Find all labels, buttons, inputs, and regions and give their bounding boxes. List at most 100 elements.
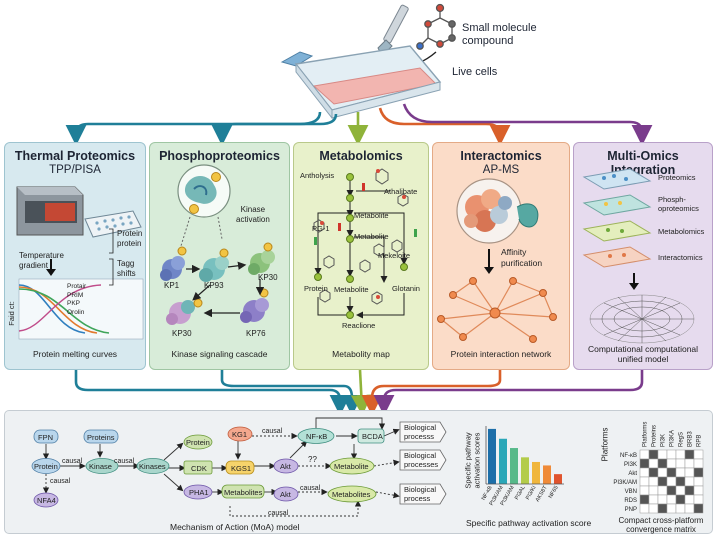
heatmap-cell [657, 458, 668, 469]
panel-metabolomics: Metabolomics Antholys [293, 142, 429, 370]
edge-label-qq: ?? [308, 455, 317, 464]
heatmap-row-label: NF-κB [620, 453, 637, 459]
heatmap-ylabel: Platforms [600, 427, 610, 462]
heatmap-cell [693, 494, 704, 505]
heatmap-cell [684, 467, 695, 478]
kinase-activation-label: Kinase activation [236, 205, 270, 225]
converging-arrows [74, 370, 644, 412]
kinase-label-line1: Kinase [240, 205, 266, 214]
thermal-cycler-icon [16, 186, 84, 236]
flask-icon [280, 45, 442, 120]
molecule-glyphs [313, 168, 409, 305]
heatmap-cell [657, 494, 668, 505]
kp30-label-bottom: KP30 [172, 329, 192, 338]
affinity-purification-label: Affinity purification [501, 247, 542, 269]
interaction-illustration [437, 178, 557, 343]
edge-label-causal: causal [50, 478, 71, 485]
heatmap-xlabel: Compact cross-platform convergence matri… [612, 516, 710, 534]
bar [532, 461, 540, 484]
protein-label-line1: Protein [117, 229, 143, 238]
moa-node-kinases: Kinases [139, 462, 166, 471]
kp1-label: KP1 [164, 281, 180, 290]
temperature-label-line1: Temperature [19, 251, 64, 260]
bar [554, 474, 562, 484]
heatmap-cell [693, 467, 704, 478]
heatmap-cell [675, 503, 686, 514]
panel-title: Metabolomics [319, 149, 403, 163]
heatmap-cell [657, 449, 668, 460]
bar-tick-label: NF65 [548, 485, 560, 500]
network-graph [440, 280, 554, 340]
heatmap-cell [657, 503, 668, 514]
branch-arrow-multi [402, 103, 653, 142]
kp93-label: KP93 [204, 281, 224, 290]
moa-node-kg1: KG1 [232, 430, 248, 439]
heatmap-cell [666, 449, 677, 460]
melting-curves-plot [18, 278, 144, 340]
molecule-icon [416, 3, 456, 50]
kp30-label-top: KP30 [258, 273, 278, 282]
heatmap-cell [666, 485, 677, 496]
compound-label: Small molecule compound [462, 22, 537, 48]
heatmap-cell [666, 458, 677, 469]
moa-node-proteins: Proteins [87, 433, 115, 442]
kinase-label-line2: activation [236, 215, 270, 224]
protein-protein-label: Protein protein [117, 229, 142, 249]
moa-node-shapes [31, 421, 447, 508]
heatmap-cell [666, 476, 677, 487]
edge-label-causal: causal [62, 458, 83, 465]
heatmap-cell [684, 494, 695, 505]
heatmap-cell [675, 485, 686, 496]
branch-arrow-interactomics [378, 107, 511, 142]
panel-phosphoproteomics: Phosphoproteomics Kinase activation KP1 … [149, 142, 290, 370]
live-cells-label: Live cells [452, 66, 498, 78]
heatmap-cell [693, 485, 704, 496]
affinity-label-line1: Affinity [501, 247, 527, 257]
heatmap-cell [657, 485, 668, 496]
heatmap-cell [675, 494, 686, 505]
heatmap-cell [639, 476, 650, 487]
mekeloite-label: Mekeloite [378, 251, 411, 260]
heatmap-cell [639, 503, 650, 514]
heatmap-cell [648, 458, 659, 469]
heatmap-cell [693, 503, 704, 514]
panel-title: Phosphoproteomics [159, 149, 280, 163]
heatmap-cell [666, 494, 677, 505]
heatmap-xlabel-text: Compact cross-platform convergence matri… [618, 516, 704, 534]
caption-line2: unified model [617, 354, 669, 364]
heatmap-col-label: PI3K [661, 434, 667, 447]
bar [499, 438, 507, 484]
moa-bio-process-3: Biological process [404, 485, 436, 503]
panel-caption: Kinase signaling cascade [171, 349, 268, 359]
panel-subtitle: AP-MS [482, 164, 520, 176]
panel-multi-omics: Multi-Omics Integration Proteomics Phosp… [573, 142, 713, 370]
moa-node-fpn: FPN [38, 433, 53, 442]
layer-stack-illustration [582, 168, 695, 344]
layer-label-proteomics: Proteomics [658, 173, 696, 182]
heatmap-col-label: Proteins [652, 425, 658, 447]
heatmap-cell [648, 503, 659, 514]
heatmap-cell [639, 449, 650, 460]
heatmap-cell [684, 449, 695, 460]
protein-label: Protein [304, 284, 328, 293]
compound-label-line1: Small molecule [462, 22, 537, 34]
panel-subtitle: TPP/PISA [49, 164, 101, 176]
unified-model-network [589, 294, 695, 344]
heatmap-cell [648, 476, 659, 487]
compound-label-line2: compound [462, 35, 514, 47]
branch-arrow-thermal [65, 111, 322, 142]
heatmap-cell [675, 467, 686, 478]
moa-node-metabolite: Metabolite [334, 462, 369, 471]
moa-node-metabolites1: Metabolites [224, 488, 263, 497]
bar-chart-ylabel: Specific pathway activation scores [464, 426, 482, 496]
glotanin-label: Glotanin [392, 284, 420, 293]
heatmap-cell [648, 467, 659, 478]
antholysis-label: Antholysis [300, 171, 335, 180]
kinase-kp30b [166, 298, 203, 325]
athalibate-label: Athalibate [384, 187, 418, 196]
panel-interactomics: Interactomics AP-MS Affinity purificatio… [432, 142, 570, 370]
bio-line2: process [404, 494, 431, 503]
moa-bio-process-1: Biological processs [404, 423, 436, 441]
heatmap-cell [639, 458, 650, 469]
